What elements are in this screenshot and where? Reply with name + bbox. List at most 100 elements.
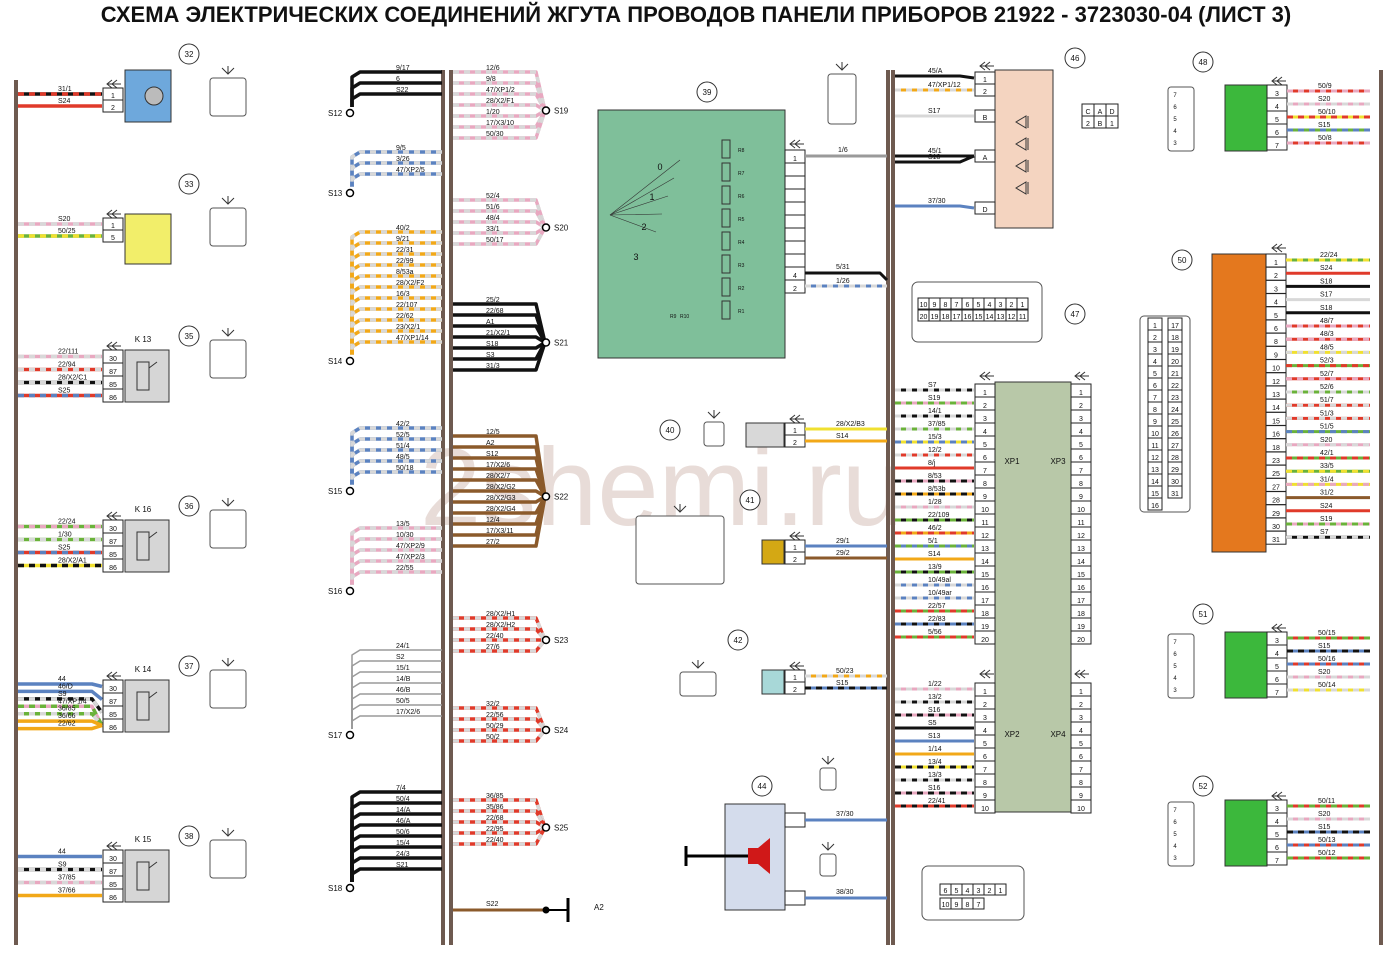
pin-box (1167, 485, 1183, 499)
wire-label: 22/24 (58, 519, 76, 526)
wire-label: 1/28 (928, 499, 942, 506)
callout-number: 50 (1178, 256, 1187, 265)
pin-number: A (983, 155, 988, 162)
pin-number: 27 (1272, 484, 1280, 491)
plug-body (209, 669, 247, 709)
plug-arrow (221, 328, 235, 337)
wire-label: S20 (1318, 811, 1331, 818)
pin-number: 4 (988, 302, 992, 309)
diode-icon (1015, 181, 1029, 195)
wire-label: 13/4 (928, 759, 942, 766)
pin-number: 16 (1151, 503, 1159, 510)
callout-circle (727, 629, 749, 651)
pin-number: 8 (966, 902, 970, 909)
scale-mark: 3 (633, 252, 638, 262)
wire-label: 46/B (396, 687, 411, 694)
wire-label: 13/9 (928, 564, 942, 571)
pin-number: 1 (983, 390, 987, 397)
pin-number: 1 (983, 77, 987, 84)
wire-36/85-stripe (18, 711, 104, 727)
splice-node (345, 586, 355, 596)
pin-number: 5 (983, 442, 987, 449)
wire-label: S22 (486, 901, 499, 908)
pin-number: 2 (793, 440, 797, 447)
wire-label: 31/3 (486, 363, 500, 370)
sensor-arm (609, 177, 675, 216)
wire-label: 50/2 (486, 734, 500, 741)
pin-number: 5 (1274, 313, 1278, 320)
pin-number: 25 (1272, 471, 1280, 478)
callout-number: 39 (703, 88, 712, 97)
diode-icon (1015, 115, 1029, 129)
wire-label: 36/85 (58, 706, 76, 713)
pin-number: 8 (1079, 780, 1083, 787)
pin-number: 87 (109, 539, 117, 546)
pin-number: 1 (1079, 689, 1083, 696)
wire-label: 8/53a (396, 269, 414, 276)
splice-label: S18 (328, 884, 343, 893)
wire-label: 24/3 (396, 851, 410, 858)
pin-number: 4 (793, 273, 797, 280)
pin-number: 1 (999, 888, 1003, 895)
callout-circle (751, 775, 773, 797)
plug-arrow (835, 62, 849, 71)
splice-node (345, 730, 355, 740)
splice-wire-stripe (453, 826, 546, 835)
wire-label: 35/86 (486, 804, 504, 811)
wire-label: 8/53 (928, 473, 942, 480)
sensor-39-body (597, 109, 786, 359)
wire-label: S24 (1320, 265, 1333, 272)
pin-number: 30 (109, 356, 117, 363)
connector-plug-icon (1167, 801, 1195, 867)
splice-wire (453, 478, 547, 498)
pin-number: 27 (1171, 443, 1179, 450)
splice-wire (453, 341, 546, 350)
wire-label: S16 (928, 707, 941, 714)
splice-wire-stripe (453, 81, 547, 112)
wire-label: 47/XP1/4 (58, 698, 87, 705)
wire-label: 28/X2/G3 (486, 495, 516, 502)
relay-label: K 16 (135, 505, 152, 514)
callout-circle (659, 419, 681, 441)
wire-label: 12/5 (486, 429, 500, 436)
pin-number: 14 (1151, 479, 1159, 486)
c51-body (1224, 631, 1268, 699)
wire-label: 46/A (396, 818, 411, 825)
pin-number: 6 (1153, 383, 1157, 390)
wire-label: S9 (58, 862, 67, 869)
splice-wire-stripe (453, 92, 547, 112)
resistor-icon (721, 300, 731, 320)
callout-circle (696, 81, 718, 103)
wire-label: 46/2 (928, 525, 942, 532)
pin-number: 14 (981, 559, 989, 566)
splice-wire (453, 467, 547, 498)
scale-mark: 1 (649, 192, 654, 202)
pin-number: 3 (1173, 141, 1177, 147)
pin-number: 6 (1079, 455, 1083, 462)
pin-box (102, 99, 124, 113)
wire-label: S24 (58, 98, 71, 105)
splice-wire-stripe (453, 70, 547, 111)
splice-node (345, 108, 355, 118)
pin-number: 14 (1272, 405, 1280, 412)
wire-45/A (895, 74, 975, 80)
wire-label: 21/X2/1 (486, 330, 510, 337)
resistor-label: R8 (738, 148, 745, 154)
connector-arrow-icon (979, 61, 994, 71)
wire-label: 51/3 (1320, 410, 1334, 417)
connector-arrow-icon (106, 209, 121, 219)
wire-label: 48/7 (1320, 318, 1334, 325)
pin-number: 7 (977, 902, 981, 909)
pin-number: 87 (109, 699, 117, 706)
plug-arrow (673, 504, 687, 513)
pin-number: 86 (109, 395, 117, 402)
pin-number: 4 (1275, 104, 1279, 111)
splice-wire (453, 495, 546, 504)
wire-label: 28/X2/H2 (486, 622, 515, 629)
pin-number: B (1098, 121, 1103, 128)
relay-coil-icon (136, 861, 158, 891)
callout-number: 41 (746, 496, 755, 505)
pin-number: 6 (966, 302, 970, 309)
pin-number: 2 (1274, 273, 1278, 280)
relay-label: K 13 (135, 335, 152, 344)
